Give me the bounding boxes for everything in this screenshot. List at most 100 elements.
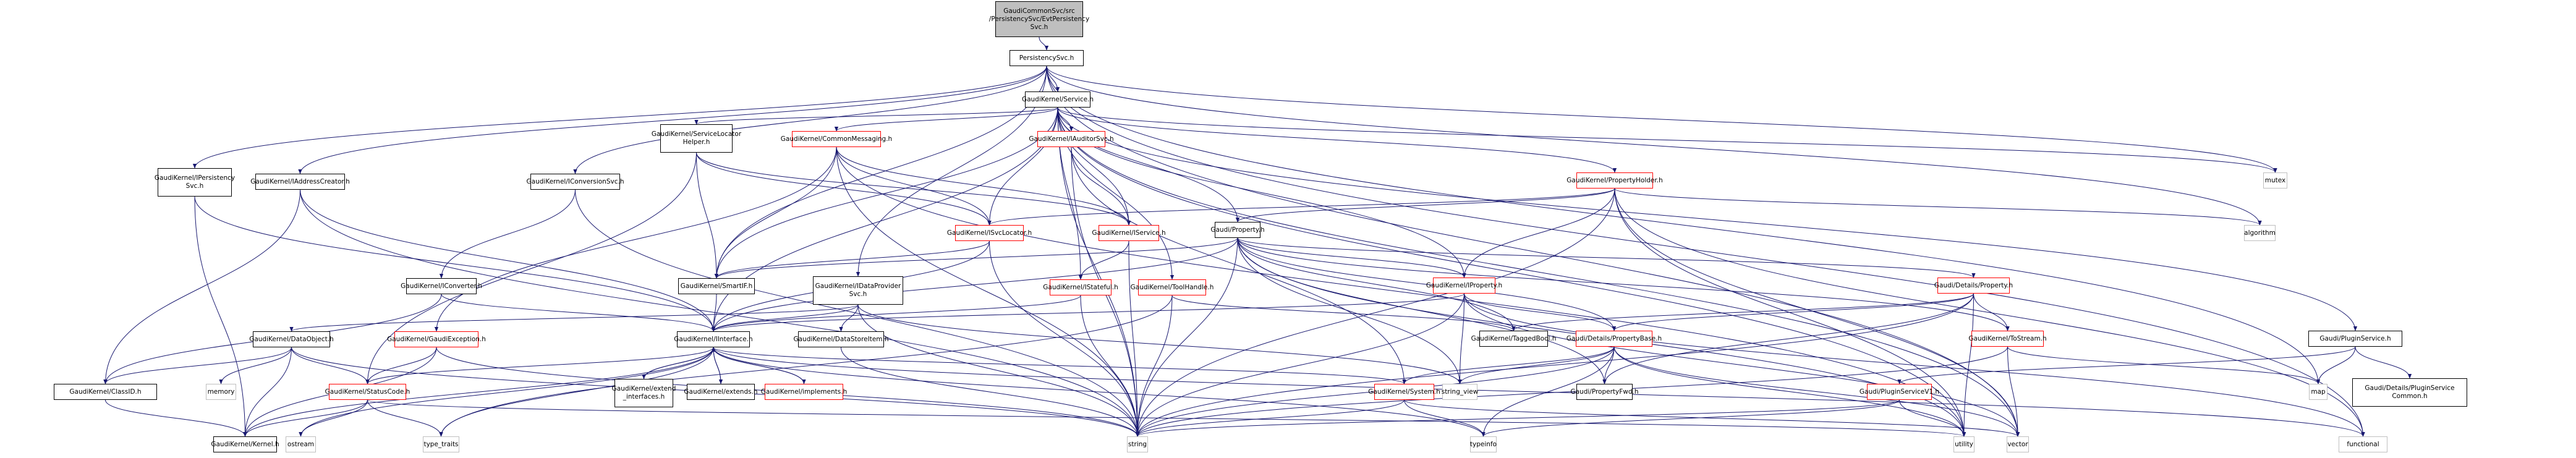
- edge-service-to-smartif: [714, 107, 1058, 279]
- edge-iproperty-to-vector: [1464, 293, 2020, 437]
- edge-psv1-to-typeinfo: [1481, 399, 1900, 437]
- node-classid[interactable]: GaudiKernel/ClassID.h: [54, 384, 157, 400]
- node-iinterface[interactable]: GaudiKernel/IInterface.h: [674, 331, 753, 347]
- edge-statuscode-to-kernel: [243, 399, 368, 437]
- edge-smartif-to-iinterface: [711, 294, 717, 332]
- node-cmsg[interactable]: GaudiKernel/CommonMessaging.h: [781, 131, 892, 147]
- node-detprop[interactable]: Gaudi/Details/Property.h: [1934, 278, 2013, 294]
- node-taggedbool[interactable]: GaudiKernel/TaggedBool.h: [1471, 331, 1556, 347]
- node-implements[interactable]: GaudiKernel/implements.h: [761, 384, 847, 400]
- edge-iaud-to-system: [1071, 146, 1406, 384]
- node-stringview[interactable]: string_view: [1442, 384, 1478, 400]
- edge-iinterface-to-system: [713, 347, 1406, 384]
- node-service[interactable]: GaudiKernel/Service.h: [1022, 91, 1094, 108]
- edge-toolhandle-to-string: [1135, 295, 1173, 437]
- edge-gprop-to-propfwd: [1237, 237, 1607, 384]
- edge-psvc-to-mutex: [1046, 66, 2277, 173]
- edge-psvc-to-map: [1046, 66, 2321, 384]
- node-toolhandle[interactable]: GaudiKernel/ToolHandle.h: [1131, 279, 1214, 295]
- edge-psvc-to-iaddr: [298, 66, 1047, 174]
- node-map[interactable]: map: [2309, 384, 2327, 400]
- edge-pluginsvc-to-psc: [2355, 346, 2412, 379]
- node-isvcloc[interactable]: GaudiKernel/ISvcLocator.h: [947, 225, 1032, 241]
- node-iconverter[interactable]: GaudiKernel/IConverter.h: [401, 278, 482, 294]
- node-extends[interactable]: GaudiKernel/extends.h: [684, 384, 758, 400]
- node-idps[interactable]: GaudiKernel/IDataProvider Svc.h: [813, 276, 903, 305]
- node-istateful[interactable]: GaudiKernel/IStateful.h: [1043, 279, 1118, 295]
- node-iconvsvc[interactable]: GaudiKernel/IConversionSvc.h: [527, 174, 624, 190]
- node-psc[interactable]: Gaudi/Details/PluginService Common.h: [2352, 378, 2467, 407]
- edge-istateful-to-iinterface: [711, 295, 1081, 332]
- edge-propholder-to-isvcloc: [987, 188, 1615, 226]
- edge-psv1-to-string: [1136, 399, 1900, 437]
- edge-propholder-to-string: [1135, 188, 1615, 437]
- edge-cmsg-to-utility: [836, 146, 1966, 437]
- node-gexc[interactable]: GaudiKernel/GaudiException.h: [387, 331, 486, 347]
- edge-idps-to-string: [857, 304, 1140, 437]
- edge-pluginsvc-to-map: [2316, 346, 2356, 384]
- edge-dataobj-to-classid: [103, 347, 292, 384]
- edge-iinterface-to-kernel: [243, 347, 714, 437]
- node-vector[interactable]: vector: [2007, 436, 2029, 452]
- edge-toolhandle-to-taggedbool: [1171, 295, 1516, 331]
- node-iaud[interactable]: GaudiKernel/IAuditorSvc.h: [1029, 131, 1114, 147]
- node-typeinfo[interactable]: typeinfo: [1470, 436, 1497, 452]
- node-string[interactable]: string: [1127, 436, 1148, 452]
- node-system[interactable]: GaudiKernel/System.h: [1368, 384, 1440, 400]
- edge-system-to-typeinfo: [1404, 399, 1486, 437]
- edge-statuscode-to-ostream: [299, 399, 368, 437]
- node-iservice[interactable]: GaudiKernel/IService.h: [1092, 225, 1166, 241]
- node-statuscode[interactable]: GaudiKernel/StatusCode.h: [325, 384, 410, 400]
- node-kernel[interactable]: GaudiKernel/Kernel.h: [211, 436, 279, 452]
- node-propfwd[interactable]: Gaudi/PropertyFwd.h: [1570, 384, 1639, 400]
- edge-iservice-to-istateful: [1078, 240, 1129, 280]
- node-iproperty[interactable]: GaudiKernel/IProperty.h: [1426, 278, 1502, 294]
- edge-psvc-to-iconvsvc: [573, 66, 1047, 174]
- node-pluginsvc[interactable]: Gaudi/PluginService.h: [2308, 331, 2402, 347]
- edge-service-to-propholder: [1057, 107, 1617, 173]
- edge-tostream-to-vector: [2007, 346, 2020, 437]
- node-ipersist[interactable]: GaudiKernel/IPersistency Svc.h: [155, 168, 235, 197]
- node-typetraits[interactable]: type_traits: [423, 436, 459, 452]
- node-extif[interactable]: GaudiKernel/extend _interfaces.h: [612, 379, 676, 407]
- edge-idps-to-stringview: [857, 304, 1462, 384]
- edge-iproperty-to-stringview: [1458, 293, 1464, 384]
- edge-iservice-to-string: [1128, 240, 1140, 437]
- node-psvc[interactable]: PersistencySvc.h: [1010, 50, 1084, 66]
- node-propholder[interactable]: GaudiKernel/PropertyHolder.h: [1566, 172, 1663, 189]
- node-slh[interactable]: GaudiKernel/ServiceLocator Helper.h: [652, 124, 741, 153]
- edge-dsi-to-string: [841, 347, 1140, 437]
- node-propbase[interactable]: Gaudi/Details/PropertyBase.h: [1566, 331, 1662, 347]
- edge-iproperty-to-iinterface: [712, 293, 1464, 332]
- edge-psvc-to-ipersist: [192, 66, 1047, 169]
- edge-iconvsvc-to-iconverter: [439, 189, 576, 279]
- node-smartif[interactable]: GaudiKernel/SmartIF.h: [678, 278, 755, 294]
- edge-iconvsvc-to-string: [575, 189, 1140, 437]
- edge-cmsg-to-smartif: [714, 146, 837, 279]
- edge-detprop-to-taggedbool: [1511, 293, 1974, 331]
- node-ostream[interactable]: ostream: [286, 436, 316, 452]
- edge-slh-to-smartif: [696, 152, 719, 279]
- edge-detprop-to-propbase: [1612, 293, 1974, 331]
- edge-psvc-to-smartif: [714, 66, 1047, 279]
- edge-detprop-to-tostream: [1973, 293, 2010, 331]
- edge-service-to-isvcloc: [987, 107, 1058, 226]
- edge-iproperty-to-string: [1135, 293, 1464, 437]
- node-dataobj[interactable]: GaudiKernel/DataObject.h: [249, 331, 334, 347]
- node-gprop[interactable]: Gaudi/Property.h: [1210, 222, 1265, 238]
- edge-iinterface-to-functional: [713, 347, 2365, 437]
- edge-ipersist-to-iinterface: [194, 196, 716, 332]
- edge-isvcloc-to-string: [989, 240, 1140, 437]
- node-psv1[interactable]: Gaudi/PluginServiceV1.h: [1860, 384, 1939, 400]
- node-algorithm[interactable]: algorithm: [2244, 225, 2276, 241]
- edge-dataobj-to-statuscode: [291, 347, 370, 384]
- edge-service-to-pluginsvc: [1057, 107, 2358, 331]
- node-utility[interactable]: utility: [1953, 436, 1975, 452]
- node-functional[interactable]: functional: [2339, 436, 2387, 452]
- node-dsi[interactable]: GaudiKernel/DataStoreItem.h: [793, 331, 889, 347]
- node-memory[interactable]: memory: [206, 384, 236, 400]
- node-iaddr[interactable]: GaudiKernel/IAddressCreator.h: [250, 174, 350, 190]
- edge-psv1-to-utility: [1899, 399, 1966, 437]
- node-mutex[interactable]: mutex: [2263, 172, 2287, 189]
- node-tostream[interactable]: GaudiKernel/ToStream.h: [1968, 331, 2047, 347]
